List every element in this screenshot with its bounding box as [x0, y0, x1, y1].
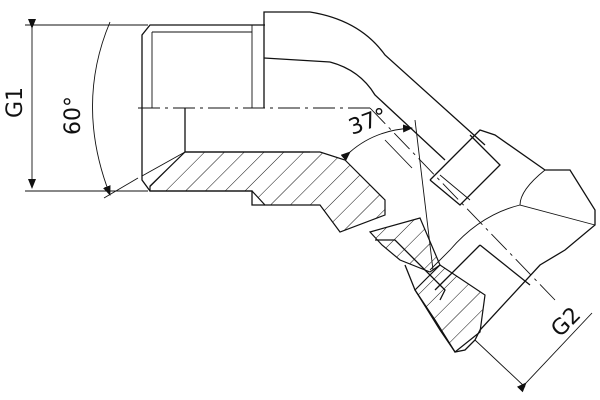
- g1-label: G1: [3, 87, 28, 118]
- g1-dimension: G1: [3, 19, 148, 192]
- thread-angle-label: 60°: [61, 96, 86, 135]
- swivel-nut: [404, 129, 596, 353]
- g2-label: G2: [547, 303, 587, 343]
- g2-dimension: G2: [474, 303, 593, 393]
- male-thread-end: [141, 24, 386, 233]
- elbow-body: [138, 11, 556, 301]
- cone-angle-label: 37°: [346, 104, 391, 141]
- thread-angle-dimension: 60°: [61, 21, 139, 199]
